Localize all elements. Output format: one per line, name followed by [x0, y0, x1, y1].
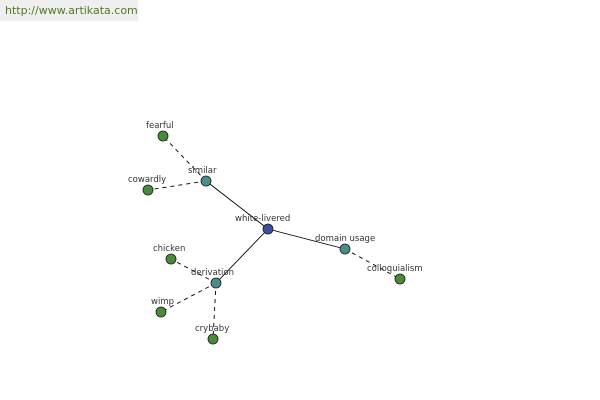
node-label-colloquialism: colloquialism — [367, 264, 423, 274]
node-fearful[interactable]: fearful — [146, 121, 174, 142]
node-label-chicken: chicken — [153, 244, 185, 254]
node-label-wimp: wimp — [151, 297, 174, 307]
node-dot-fearful[interactable] — [157, 130, 169, 142]
edge-derivation-wimp — [160, 282, 217, 313]
edge-similar-cowardly — [147, 180, 207, 191]
node-white-livered[interactable]: white-livered — [235, 214, 290, 235]
site-url-text: http://www.artikata.com — [5, 4, 138, 17]
edge-domain-usage-colloquialism — [344, 248, 401, 280]
node-cowardly[interactable]: cowardly — [128, 175, 166, 196]
node-dot-cowardly[interactable] — [142, 184, 154, 196]
node-chicken[interactable]: chicken — [153, 244, 185, 265]
node-label-crybaby: crybaby — [195, 324, 229, 334]
nodes-layer: white-livered similar derivation domain … — [128, 121, 423, 345]
node-dot-wimp[interactable] — [155, 306, 167, 318]
node-label-derivation: derivation — [191, 268, 234, 278]
node-dot-chicken[interactable] — [165, 253, 177, 265]
edge-center-domain-usage — [267, 228, 346, 250]
node-dot-crybaby[interactable] — [207, 333, 219, 345]
node-derivation[interactable]: derivation — [191, 268, 234, 289]
node-colloquialism[interactable]: colloquialism — [367, 264, 423, 285]
edges-layer — [147, 135, 401, 340]
node-dot-similar[interactable] — [200, 175, 212, 187]
node-similar[interactable]: similar — [188, 166, 217, 187]
node-label-similar: similar — [188, 166, 217, 176]
node-label-domain-usage: domain usage — [315, 234, 375, 244]
node-wimp[interactable]: wimp — [151, 297, 174, 318]
site-url-link[interactable]: http://www.artikata.com — [0, 0, 138, 21]
node-domain-usage[interactable]: domain usage — [315, 234, 375, 255]
node-dot-colloquialism[interactable] — [394, 273, 406, 285]
edge-center-similar — [205, 180, 269, 230]
node-label-cowardly: cowardly — [128, 175, 166, 185]
edge-center-derivation — [215, 228, 269, 284]
node-crybaby[interactable]: crybaby — [195, 324, 229, 345]
node-dot-center[interactable] — [262, 223, 274, 235]
node-dot-derivation[interactable] — [210, 277, 222, 289]
edge-similar-fearful — [162, 135, 207, 182]
node-label-white-livered: white-livered — [235, 214, 290, 224]
edge-derivation-chicken — [170, 258, 217, 284]
edge-derivation-crybaby — [212, 282, 217, 340]
node-dot-domain-usage[interactable] — [339, 243, 351, 255]
node-label-fearful: fearful — [146, 121, 174, 131]
